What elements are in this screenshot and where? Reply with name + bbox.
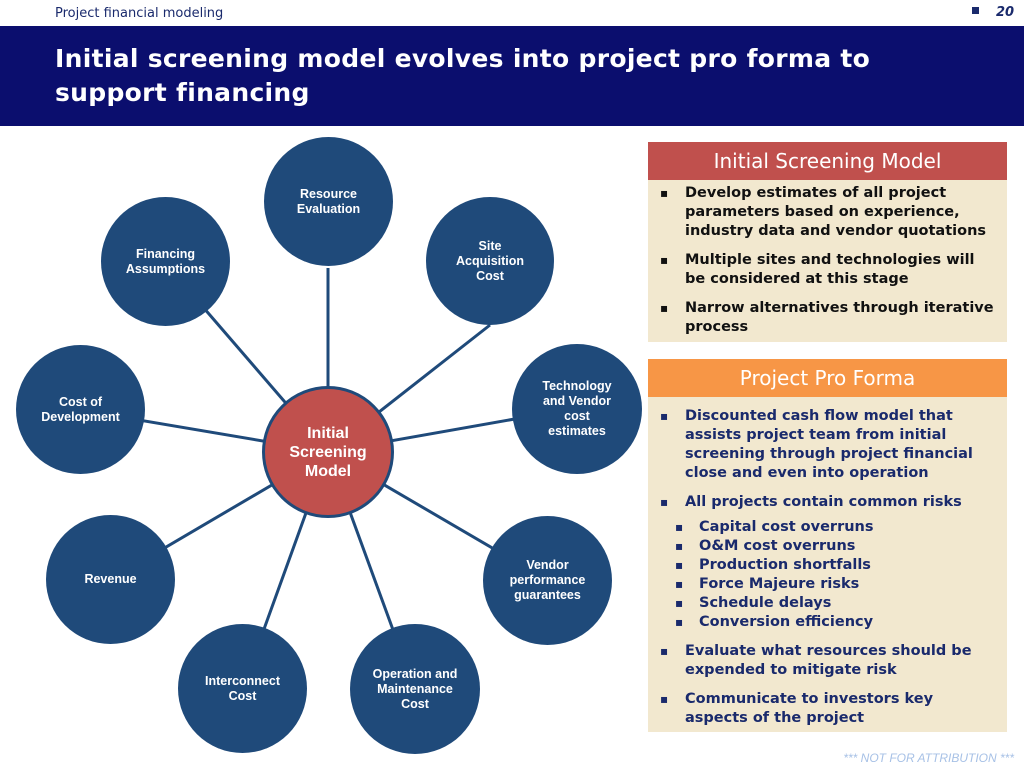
risk-item: Production shortfalls	[675, 556, 1007, 575]
node-cost-of-development: Cost of Development	[16, 345, 145, 474]
node-operation-maintenance: Operation and Maintenance Cost	[350, 624, 480, 754]
node-label: Vendor performance guarantees	[509, 558, 586, 602]
node-label: Revenue	[84, 572, 137, 586]
risks-list: Capital cost overruns O&M cost overruns …	[648, 518, 1007, 632]
node-resource-evaluation: Resource Evaluation	[264, 137, 393, 266]
risk-item: Capital cost overruns	[675, 518, 1007, 537]
hub-diagram: Resource Evaluation Site Acquisition Cos…	[0, 130, 642, 768]
risk-item: O&M cost overruns	[675, 537, 1007, 556]
list-item: Evaluate what resources should be expend…	[660, 642, 997, 680]
node-label: Resource Evaluation	[296, 186, 361, 216]
node-label: Operation and Maintenance Cost	[372, 666, 458, 711]
node-revenue: Revenue	[46, 515, 175, 644]
node-financing-assumptions: Financing Assumptions	[101, 197, 230, 326]
page-number: 20	[996, 5, 1015, 20]
node-label: Cost of Development	[41, 394, 120, 424]
project-pro-forma-panel: Project Pro Forma Discounted cash flow m…	[648, 359, 1007, 732]
risk-item: Force Majeure risks	[675, 575, 1007, 594]
not-for-attribution-footer: *** NOT FOR ATTRIBUTION ***	[843, 751, 1014, 765]
node-site-acquisition-cost: Site Acquisition Cost	[426, 197, 554, 325]
initial-screening-panel: Initial Screening Model Develop estimate…	[648, 142, 1007, 342]
top-bar: Project financial modeling 20	[0, 0, 1024, 26]
node-label: Interconnect Cost	[204, 673, 280, 703]
list-item: Narrow alternatives through iterative pr…	[660, 299, 997, 337]
project-pro-forma-list: Discounted cash flow model that assists …	[648, 397, 1007, 518]
center-label: Initial Screening Model	[289, 424, 367, 480]
project-pro-forma-heading: Project Pro Forma	[648, 359, 1007, 397]
square-bullet-icon	[972, 7, 979, 14]
slide-title: Initial screening model evolves into pro…	[55, 44, 871, 107]
initial-screening-list: Develop estimates of all project paramet…	[648, 180, 1007, 353]
list-item: Develop estimates of all project paramet…	[660, 184, 997, 241]
node-interconnect-cost: Interconnect Cost	[178, 624, 307, 753]
node-vendor-performance: Vendor performance guarantees	[483, 516, 612, 645]
node-label: Technology and Vendor cost estimates	[542, 379, 612, 438]
title-banner: Initial screening model evolves into pro…	[0, 26, 1024, 126]
risk-item: Schedule delays	[675, 594, 1007, 613]
section-title: Project financial modeling	[55, 6, 224, 21]
node-technology-vendor-cost: Technology and Vendor cost estimates	[512, 344, 642, 474]
list-item: Multiple sites and technologies will be …	[660, 251, 997, 289]
node-label: Site Acquisition Cost	[455, 238, 525, 283]
node-initial-screening-model: Initial Screening Model	[262, 386, 394, 518]
initial-screening-heading: Initial Screening Model	[648, 142, 1007, 180]
risk-item: Conversion efficiency	[675, 613, 1007, 632]
list-item: Communicate to investors key aspects of …	[660, 690, 997, 728]
list-item: Discounted cash flow model that assists …	[660, 407, 997, 483]
node-label: Financing Assumptions	[125, 246, 206, 276]
list-item: All projects contain common risks	[660, 493, 997, 512]
project-pro-forma-list-continued: Evaluate what resources should be expend…	[648, 632, 1007, 744]
